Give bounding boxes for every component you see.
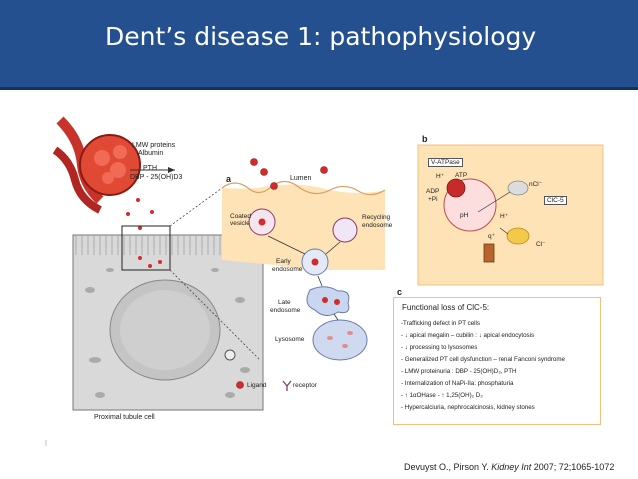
proximal-tubule-cell	[72, 234, 264, 411]
pathway-arrows	[267, 235, 341, 321]
glomerulus	[52, 116, 141, 214]
label-h-plus: H⁺	[436, 173, 445, 180]
label-ph: pH	[460, 212, 469, 219]
label-late-endosome: endosome	[270, 307, 301, 314]
ligand-legend-icon	[236, 381, 244, 389]
zoom-line-top	[169, 187, 223, 227]
label-v-atpase: V-ATPase	[428, 158, 463, 167]
panel-c-box: Functional loss of ClC-5: -Trafficking d…	[393, 297, 601, 425]
label-lumen: Lumen	[290, 175, 312, 182]
label-h-plus-2: H⁺	[500, 213, 509, 220]
late-endosome	[306, 286, 350, 316]
filtered-ligands	[126, 198, 154, 230]
label-clc5: ClC-5	[544, 196, 567, 205]
slide-title: Dent’s disease 1: pathophysiology	[105, 22, 537, 51]
lumen-ligands	[250, 158, 328, 190]
panel-b	[417, 144, 604, 286]
citation-authors: Devuyst O., Pirson Y.	[404, 462, 492, 472]
label-recycling: Recycling	[362, 214, 391, 221]
label-vesicle: vesicle	[230, 220, 250, 227]
label-pth: PTH	[143, 165, 157, 172]
label-adp: ADP	[426, 188, 440, 195]
panel-b-letter: b	[422, 134, 428, 144]
label-proximal-tubule-cell: Proximal tubule cell	[94, 414, 155, 421]
panel-c-item: - Hypercalciuria, nephrocalcinosis, kidn…	[401, 404, 535, 411]
label-lysosome: Lysosome	[275, 336, 305, 343]
panel-c-item: - LMW proteinuria : DBP - 25(OH)D₃, PTH	[401, 368, 517, 375]
panel-c-item: - ↓ processing to lysosomes	[401, 344, 478, 351]
receptor-legend-icon	[282, 380, 292, 391]
panel-c-item: - ↓ apical megalin – cubilin : ↓ apical …	[401, 332, 535, 339]
label-lmw-proteins: LMW proteins	[132, 142, 176, 149]
label-dbp: DBP - 25(OH)D3	[130, 174, 183, 181]
panel-a-cell	[221, 180, 386, 270]
citation: Devuyst O., Pirson Y. Kidney Int 2007; 7…	[404, 462, 614, 472]
label-q-plus: q⁺	[488, 233, 496, 240]
title-bar: Dent’s disease 1: pathophysiology	[0, 0, 638, 90]
lysosome	[312, 319, 368, 361]
label-coated: Coated	[230, 213, 251, 220]
label-albumin: Albumin	[138, 150, 164, 157]
label-recycling-endosome: endosome	[362, 222, 393, 229]
panel-c-title: Functional loss of ClC-5:	[402, 303, 490, 312]
zoom-region	[121, 225, 171, 271]
panel-c-item: - ↑ 1αOHase - ↑ 1,25(OH)₂ D₃	[401, 392, 483, 399]
label-pi: +Pi	[428, 196, 438, 203]
panel-c-item: - Internalization of NaPi-IIa: phosphatu…	[401, 380, 514, 387]
citation-details: 2007; 72;1065-1072	[531, 462, 615, 472]
legend-ligand: Ligand	[247, 382, 267, 389]
citation-journal: Kidney Int	[491, 462, 532, 472]
label-cl-minus: Cl⁻	[536, 241, 546, 248]
legend-receptor: receptor	[293, 382, 317, 389]
recycling-endosome	[332, 217, 358, 243]
label-ncl: nCl⁻	[529, 181, 543, 188]
panel-c-item: -Trafficking defect in PT cells	[401, 320, 480, 327]
label-early: Early	[276, 258, 291, 265]
panel-c-item: - Generalized PT cell dysfunction – rena…	[401, 356, 565, 363]
label-late: Late	[278, 299, 291, 306]
label-early-endosome: endosome	[272, 266, 303, 273]
panel-c-letter: c	[397, 287, 403, 297]
label-atp: ATP	[455, 172, 468, 179]
panel-a-letter: a	[226, 174, 232, 184]
zoom-line-bottom	[169, 269, 261, 361]
